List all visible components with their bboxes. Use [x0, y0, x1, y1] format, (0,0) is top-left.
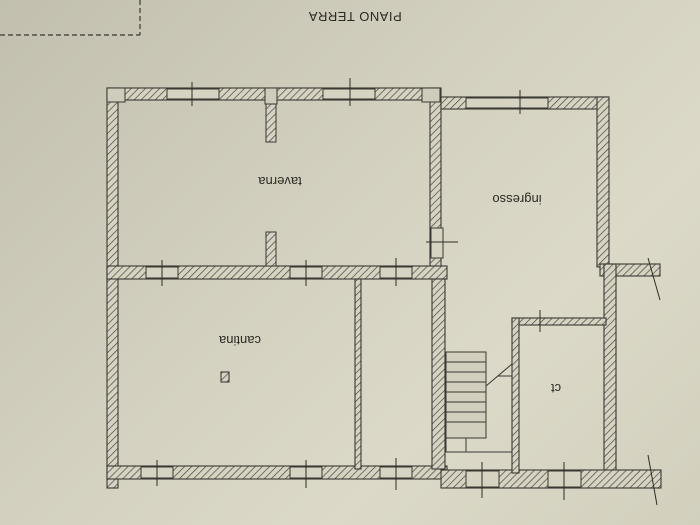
- sheet-title: PIANO TERRA: [308, 9, 401, 24]
- reference-box: [0, 0, 141, 36]
- tick-marks: [156, 78, 661, 506]
- wall-cantina-partition: [354, 278, 362, 470]
- room-label-cantina: cantina: [218, 333, 261, 348]
- staircase: [445, 351, 513, 453]
- room-label-ingresso: ingresso: [492, 192, 541, 207]
- room-label-taverna: taverna: [258, 174, 302, 189]
- svg-text:PIANO TERRA: PIANO TERRA: [308, 9, 401, 24]
- wall-left: [106, 87, 119, 489]
- wall-ct-top: [511, 317, 607, 326]
- svg-text:ct: ct: [551, 381, 562, 396]
- svg-text:cantina: cantina: [218, 333, 261, 348]
- walls: [106, 87, 662, 489]
- svg-text:ingresso: ingresso: [492, 192, 541, 207]
- wall-ingresso-right: [596, 96, 610, 268]
- corner-pillars: [106, 87, 441, 105]
- wall-ct-left: [511, 317, 520, 474]
- svg-text:taverna: taverna: [258, 174, 302, 189]
- room-label-ct: ct: [551, 381, 562, 396]
- wall-small-room-right: [431, 278, 446, 470]
- wall-annex-inner: [603, 263, 617, 475]
- duct-symbol: [220, 371, 230, 383]
- wall-divider-middle: [106, 265, 448, 280]
- taverna-pilasters: [265, 103, 277, 267]
